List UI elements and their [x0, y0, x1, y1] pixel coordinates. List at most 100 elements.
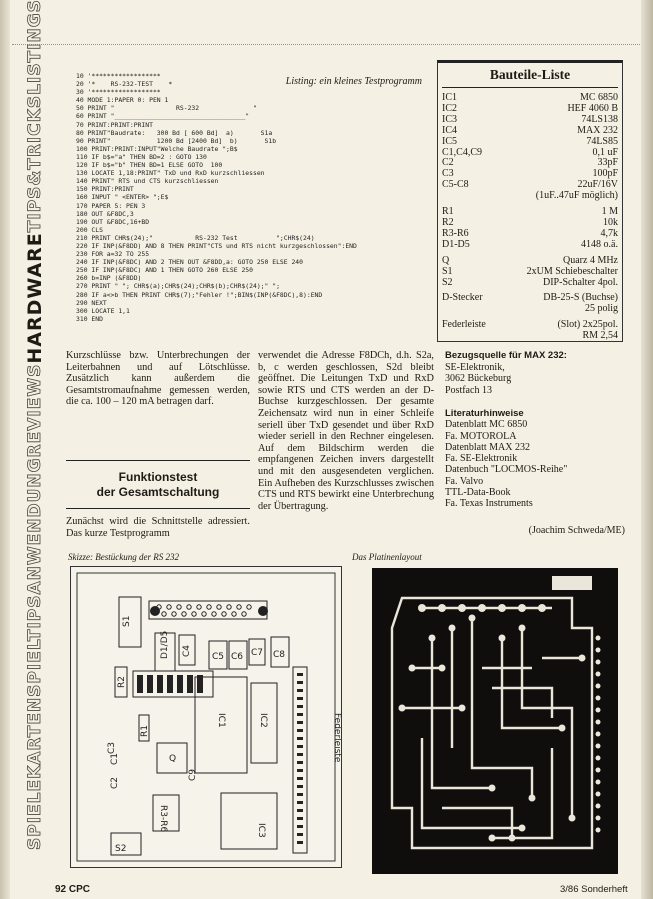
listing-caption: Listing: ein kleines Testprogramm [285, 76, 422, 87]
literature-line: Fa. Valvo [445, 475, 484, 487]
code-line: 110 IF b$="a" THEN BD=2 : GOTO 130 [76, 152, 207, 161]
code-line: 130 LOCATE 1,18:PRINT" TxD und RxD kurzs… [76, 169, 265, 178]
part-value: DB-25-S (Buchse) [543, 292, 618, 304]
part-ref: IC1 [442, 92, 457, 103]
code-line: 20 '* RS-232-TEST * [76, 80, 173, 89]
part-ref: C5-C8 [442, 179, 469, 191]
part-value: 4148 o.ä. [581, 238, 618, 250]
code-line: 280 IF a<>b THEN PRINT CHR$(7);"Fehler !… [76, 290, 323, 299]
code-line: 290 NEXT [76, 298, 107, 307]
code-line: 50 PRINT " RS-232 " [76, 104, 257, 113]
section-heading: Funktionstest der Gesamtschaltung [66, 470, 250, 500]
code-line: 200 CLS [76, 225, 103, 234]
code-line: 160 INPUT " <ENTER> ";E$ [76, 193, 169, 202]
supplier-heading: Bezugsquelle für MAX 232: [445, 350, 567, 361]
label-d1d5: D1/D5 [160, 631, 170, 659]
part-value: 100pF [592, 168, 618, 180]
code-line: 40 MODE 1:PAPER 0: PEN 1 [76, 96, 169, 105]
parts-row: R1 1 M [442, 206, 618, 218]
category-label: LISTINGS [25, 0, 46, 95]
label-c6: C6 [231, 652, 243, 662]
label-c3: C3 [107, 742, 117, 754]
part-ref: Q [442, 254, 450, 266]
part-ref: IC2 [442, 102, 457, 114]
supplier-line: 3062 Bückeburg [445, 373, 512, 384]
label-ic2: IC2 [258, 713, 268, 728]
label-c1: C1 [110, 753, 120, 765]
code-line: 150 PRINT:PRINT [76, 185, 134, 194]
part-ref: R1 [442, 206, 454, 218]
label-s2: S2 [115, 844, 126, 854]
code-line: 140 PRINT" RTS und CTS kurzschliessen [76, 177, 219, 186]
part-value: Quarz 4 MHz [563, 254, 618, 266]
code-line: 30 '****************** [76, 88, 161, 97]
code-line: 300 LOCATE 1,1 [76, 306, 130, 315]
label-r2: R2 [117, 676, 127, 688]
code-line: 170 PAPER 5: PEN 3 [76, 201, 146, 210]
code-line: 250 IF INP(&F8DC) AND 1 THEN GOTO 260 EL… [76, 266, 253, 275]
part-value: MC 6850 [579, 92, 618, 103]
part-value: (Slot) 2x25pol. [557, 319, 618, 331]
parts-row: C5-C8 22uF/16V [442, 179, 618, 191]
code-line: 90 PRINT" 1200 Bd [2400 Bd] b) S1b [76, 136, 277, 145]
part-ref: R2 [442, 216, 454, 228]
part-value: 4,7k [600, 227, 619, 239]
part-value: (1uF..47uF möglich) [535, 190, 618, 202]
literature-heading: Literaturhinweise [445, 408, 524, 419]
code-line: 260 b=INP (&F8DD) [76, 274, 142, 283]
part-ref: R3-R6 [442, 227, 469, 239]
category-label: TIPS&TRICKS [25, 94, 46, 233]
label-c4: C4 [182, 645, 192, 657]
part-value: DIP-Schalter 4pol. [543, 276, 618, 288]
code-line: 210 PRINT CHR$(24);" RS-232 Test ";CHR$(… [76, 233, 315, 242]
part-ref: C1,C4,C9 [442, 146, 483, 158]
code-line: 70 PRINT:PRINT:PRINT [76, 120, 153, 129]
parts-row: R3-R6 4,7k [442, 227, 619, 240]
category-label: SPIELTIPS [25, 594, 46, 697]
label-r1: R1 [140, 725, 150, 737]
part-value: 0,1 uF [592, 146, 618, 158]
supplier-line: SE-Elektronik, [445, 361, 505, 373]
code-line: 270 PRINT " "; CHR$(a);CHR$(24);CHR$(b);… [76, 282, 280, 291]
literature-line: TTL-Data-Book [445, 487, 511, 499]
category-label: ANWENDUNG [25, 457, 46, 595]
footer-page-number: 92 CPC [55, 884, 91, 895]
pcb-layout-drawing [372, 568, 618, 874]
section-heading-line: Funktionstest [118, 470, 198, 484]
parts-row: 25 polig [442, 303, 618, 315]
part-value: 1 M [601, 206, 618, 218]
part-value: 25 polig [584, 303, 618, 315]
figure-caption-right: Das Platinenlayout [352, 552, 422, 562]
part-value: 22uF/16V [577, 179, 618, 191]
binding-shadow [0, 0, 10, 899]
top-dotted-rule [12, 44, 640, 45]
body-text-col1: Kurzschlüsse bzw. Unterbrechungen der Le… [66, 350, 250, 408]
category-label: SPIELEKARTEN [25, 696, 46, 850]
section-rule [66, 460, 250, 461]
label-c5: C5 [212, 652, 224, 662]
basic-code-listing: 10 '******************20 '* RS-232-TEST … [76, 72, 357, 323]
parts-row: (1uF..47uF möglich) [442, 190, 618, 202]
component-layout-figure: S1 D1/D5 C4 R2 C5 C6 C7 C8 IC1 R1 Q C1 C… [70, 566, 342, 868]
code-line: 230 FOR a=32 TO 255 [76, 250, 150, 259]
label-c7: C7 [251, 648, 263, 658]
code-line: 60 PRINT "______________________________… [76, 112, 250, 121]
page-edge [641, 0, 653, 899]
label-ic3: IC3 [256, 823, 266, 838]
part-value: RM 2,54 [582, 330, 618, 342]
code-line: 120 IF b$="b" THEN BD=1 ELSE GOTO 100 [76, 161, 223, 170]
literature-line: Datenbuch "LOCMOS-Reihe" [445, 464, 568, 476]
body-text-col1-bottom: Zunächst wird die Schnittstelle adressie… [66, 516, 250, 539]
code-line: 220 IF INP(&F8DD) AND 8 THEN PRINT"CTS u… [76, 241, 357, 250]
supplier-block: Bezugsquelle für MAX 232: SE-Elektronik,… [445, 350, 625, 396]
label-c8: C8 [273, 650, 285, 660]
label-c9: C9 [188, 769, 198, 781]
